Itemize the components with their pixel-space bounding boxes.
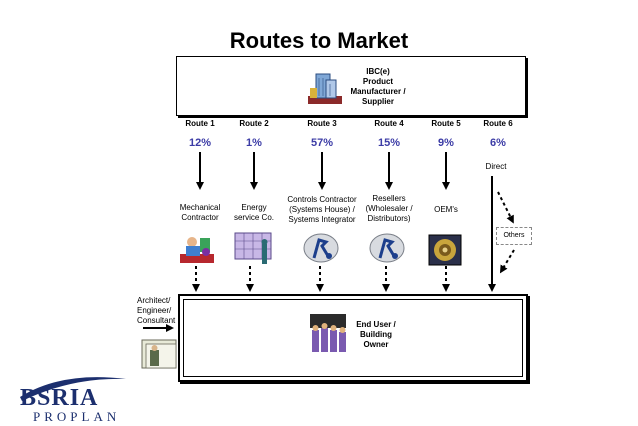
- end-user-box: [178, 294, 528, 382]
- logo-subtitle: PROPLAN: [33, 409, 121, 424]
- people-group-icon: [310, 314, 346, 352]
- influencer-label: Architect/ Engineer/ Consultant: [137, 296, 176, 325]
- route-3-channel: Controls Contractor (Systems House) / Sy…: [287, 195, 357, 224]
- calendar-people-icon: [234, 232, 272, 264]
- to-others-dotted-arrow: [497, 191, 514, 224]
- route-2-channel: Energy service Co.: [233, 203, 274, 222]
- end-user-label: End User / Building Owner: [356, 320, 396, 349]
- gear-icon: [428, 234, 462, 266]
- route-6-name: Route 6: [483, 119, 513, 128]
- route-3-name: Route 3: [307, 119, 337, 128]
- route-1-share: 12%: [188, 137, 212, 149]
- route-5-name: Route 5: [431, 119, 461, 128]
- page-title: Routes to Market: [229, 28, 409, 53]
- logo-name: BSRIA: [20, 385, 99, 411]
- reseller-icon: [369, 233, 405, 263]
- route-4-share: 15%: [377, 137, 401, 149]
- supplier-label: IBC(e) Product Manufacturer / Supplier: [350, 67, 406, 106]
- route-2-share: 1%: [246, 137, 262, 149]
- building-icon: [308, 73, 342, 104]
- documents-icon: [141, 339, 177, 369]
- route-5-share: 9%: [438, 137, 454, 149]
- systems-icon: [303, 233, 339, 263]
- route-1-channel: Mechanical Contractor: [179, 203, 221, 222]
- route-3-share: 57%: [310, 137, 334, 149]
- logo-swoosh-icon: [20, 377, 126, 401]
- route-6-channel: Direct: [485, 162, 507, 171]
- route-1-name: Route 1: [185, 119, 215, 128]
- others-box: Others: [496, 227, 532, 245]
- route-6-share: 6%: [490, 137, 506, 149]
- from-others-dotted-arrow: [499, 249, 515, 274]
- supplier-box: [176, 56, 526, 116]
- mechanic-icon: [180, 237, 214, 263]
- route-4-name: Route 4: [374, 119, 404, 128]
- route-5-channel: OEM's: [434, 205, 458, 214]
- route-2-name: Route 2: [239, 119, 269, 128]
- route-4-channel: Resellers (Wholesaler / Distributors): [365, 194, 413, 223]
